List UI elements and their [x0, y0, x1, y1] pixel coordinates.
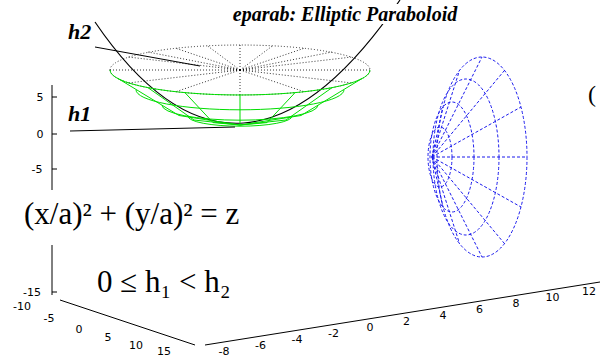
axis-tick: -5 [44, 313, 55, 324]
axis-tick: 2 [403, 316, 410, 327]
equation: (x/a)² + (y/a)² = z [22, 198, 241, 229]
side-paraboloid [428, 57, 527, 257]
condition: 0 ≤ h₁ < h₂ [95, 266, 233, 297]
axis-tick: -10 [13, 301, 31, 312]
axis-tick: -5 [32, 164, 43, 175]
axis-tick: 0 [37, 129, 44, 140]
axis-tick: 0 [76, 324, 83, 335]
axis-tick: -15 [23, 287, 41, 298]
cap-mesh [110, 45, 370, 95]
leader-line [70, 127, 235, 131]
axis-tick: -4 [292, 334, 303, 345]
axis-tick: 0 [367, 322, 374, 333]
height-label: h2 [68, 21, 91, 43]
axis-tick: -8 [219, 346, 230, 357]
axis-tick: 5 [105, 332, 112, 343]
axis-tick: 12 [582, 286, 596, 297]
leader-line [95, 47, 200, 66]
axis-tick: 6 [476, 304, 483, 315]
axis-tick: 10 [546, 292, 560, 303]
height-label: h1 [68, 103, 91, 125]
axis-tick: 4 [440, 310, 447, 321]
axis-tick: 8 [513, 298, 520, 309]
axis-tick: -6 [255, 340, 266, 351]
axis-tick: -2 [328, 328, 339, 339]
axis-tick: 15 [157, 346, 171, 357]
axis-tick: 10 [129, 340, 143, 351]
bowl-mesh [110, 70, 370, 126]
plot-title: eparab: Elliptic Paraboloid [231, 4, 459, 24]
axis-tick: 5 [37, 92, 44, 103]
clipped-text: ( [588, 82, 596, 106]
